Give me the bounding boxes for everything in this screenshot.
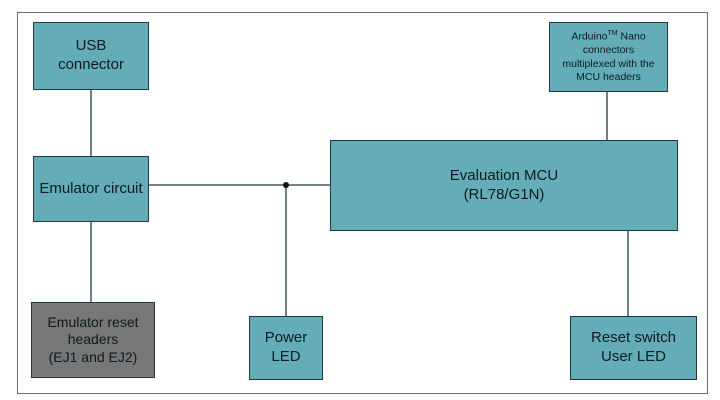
reset-switch-block: Reset switch User LED (570, 316, 697, 380)
usb-connector-block: USB connector (33, 22, 149, 90)
usb-connector-label: USB connector (58, 37, 124, 73)
emulator-circuit-label: Emulator circuit (39, 179, 143, 197)
evaluation-mcu-label: Evaluation MCU (RL78/G1N) (449, 166, 559, 203)
power-led-label: Power LED (264, 329, 308, 365)
junction-dot (283, 182, 289, 188)
power-led-block: Power LED (249, 316, 323, 380)
arduino-rest: Nano connectors multiplexed with the MCU… (562, 30, 655, 84)
emulator-reset-headers-label: Emulator reset headers (EJ1 and EJ2) (47, 313, 139, 365)
trademark-mark: TM (607, 29, 618, 37)
diagram-frame (17, 12, 708, 394)
reset-switch-label: Reset switch User LED (590, 329, 677, 365)
emulator-reset-headers-block: Emulator reset headers (EJ1 and EJ2) (31, 302, 155, 378)
evaluation-mcu-block: Evaluation MCU (RL78/G1N) (330, 140, 678, 231)
arduino-nano-block: ArduinoTM Nano connectors multiplexed wi… (549, 22, 668, 92)
arduino-word: Arduino (571, 30, 608, 43)
emulator-circuit-block: Emulator circuit (33, 156, 149, 222)
arduino-nano-label: ArduinoTM Nano connectors multiplexed wi… (562, 29, 654, 85)
